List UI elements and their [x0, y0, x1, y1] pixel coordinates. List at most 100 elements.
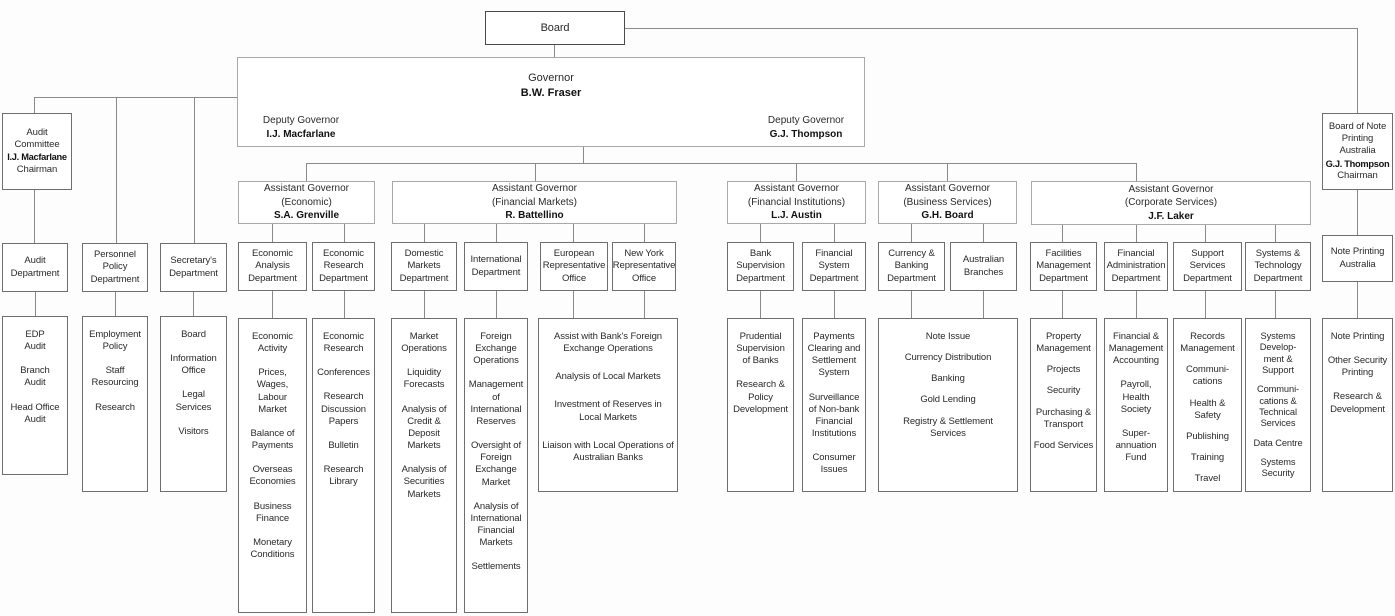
detail-item: Business Finance	[253, 500, 292, 524]
connector	[983, 224, 984, 242]
detail-item: Travel	[1194, 473, 1221, 485]
dept-audit-box: Audit Department	[2, 243, 68, 292]
dept-facilities-box: Facilities Management Department	[1030, 242, 1097, 291]
connector	[115, 292, 116, 316]
detail-item: Financial & Management Accounting	[1108, 331, 1164, 367]
detail-item: Gold Lending	[920, 394, 976, 406]
dept-european-office-label: European Representative Office	[542, 247, 606, 284]
dept-economic-analysis-label: Economic Analysis Department	[248, 247, 297, 284]
ag-financial-institutions-name: L.J. Austin	[771, 210, 822, 222]
detail-item: Food Services	[1033, 439, 1094, 451]
detail-bank-supervision-box: Prudential Supervision of Banks Research…	[727, 318, 794, 492]
detail-item: Analysis of Credit & Deposit Markets	[401, 403, 447, 452]
detail-item: Information Office	[170, 353, 217, 377]
connector	[911, 224, 912, 242]
governor-head: Governor B.W. Fraser	[238, 71, 864, 101]
detail-item: Employment Policy	[89, 329, 141, 353]
connector	[496, 224, 497, 242]
detail-item: Analysis of Securities Markets	[401, 464, 447, 500]
ag-economic-box: Assistant Governor (Economic) S.A. Grenv…	[238, 181, 375, 224]
detail-international-box: Foreign Exchange Operations Management o…	[464, 318, 528, 613]
connector	[272, 224, 273, 242]
detail-item: Board	[181, 329, 206, 340]
connector	[911, 291, 912, 318]
detail-item: Liquidity Forecasts	[403, 367, 445, 391]
ag-economic-name: S.A. Grenville	[273, 210, 340, 222]
ag-business-services-title: Assistant Governor (Business Services)	[903, 183, 992, 208]
dept-european-office-box: European Representative Office	[540, 242, 608, 291]
dept-international-box: International Department	[464, 242, 528, 291]
dept-economic-research-label: Economic Research Department	[319, 247, 368, 284]
ag-corporate-services-name: J.F. Laker	[1148, 210, 1194, 222]
connector	[34, 190, 35, 243]
note-printing-board-title: Board of Note Printing Australia	[1328, 120, 1387, 157]
deputy-governor-left: Deputy Governor I.J. Macfarlane	[238, 114, 364, 141]
detail-item: Liaison with Local Operations of Austral…	[542, 439, 674, 463]
ag-financial-markets-name: R. Battellino	[505, 210, 564, 222]
connector	[1205, 291, 1206, 318]
connector	[1062, 291, 1063, 318]
board-box: Board	[485, 11, 625, 45]
dept-currency-banking-box: Currency & Banking Department	[878, 242, 945, 291]
connector	[947, 163, 948, 181]
detail-item: Property Management	[1036, 331, 1091, 355]
ag-business-services-name: G.H. Board	[921, 210, 974, 222]
connector	[344, 291, 345, 318]
deputy-right-title: Deputy Governor	[767, 115, 845, 126]
detail-item: Visitors	[178, 425, 209, 437]
detail-item: Prudential Supervision of Banks	[736, 331, 785, 367]
dept-economic-analysis-box: Economic Analysis Department	[238, 242, 307, 291]
detail-item: Analysis of International Financial Mark…	[470, 500, 522, 549]
detail-financial-admin-box: Financial & Management Accounting Payrol…	[1104, 318, 1168, 492]
connector	[424, 224, 425, 242]
dept-financial-system-label: Financial System Department	[809, 247, 859, 284]
governor-name: B.W. Fraser	[520, 86, 582, 99]
detail-note-printing-box: Note Printing Other Security Printing Re…	[1322, 318, 1393, 492]
dept-australian-branches-label: Australian Branches	[962, 254, 1005, 278]
detail-support-services-box: Records Management Communi- cations Heal…	[1173, 318, 1242, 492]
connector	[1275, 291, 1276, 318]
connector	[1205, 225, 1206, 242]
ag-financial-institutions-title: Assistant Governor (Financial Institutio…	[747, 183, 846, 208]
detail-item: Assist with Bank's Foreign Exchange Oper…	[554, 331, 662, 355]
detail-item: Overseas Economies	[249, 464, 296, 488]
detail-facilities-box: Property Management Projects Security Pu…	[1030, 318, 1097, 492]
detail-item: Research Library	[323, 464, 364, 488]
detail-item: Settlements	[471, 561, 521, 573]
detail-personnel-box: Employment Policy Staff Resourcing Resea…	[82, 316, 148, 492]
detail-item: Research	[95, 401, 135, 413]
connector	[983, 291, 984, 318]
connector	[583, 147, 584, 163]
note-printing-board-role: Chairman	[1337, 170, 1378, 182]
detail-audit-box: EDP Audit Branch Audit Head Office Audit	[2, 316, 68, 475]
detail-item: Head Office Audit	[10, 401, 60, 425]
connector	[1357, 282, 1358, 318]
dept-note-printing-australia-label: Note Printing Australia	[1330, 246, 1385, 270]
ag-financial-markets-title: Assistant Governor (Financial Markets)	[491, 183, 578, 208]
connector	[1136, 225, 1137, 242]
connector	[535, 163, 536, 181]
connector	[760, 291, 761, 318]
board-label: Board	[540, 21, 570, 34]
connector	[193, 292, 194, 316]
detail-item: Prices, Wages, Labour Market	[256, 367, 289, 415]
detail-item: Conferences	[317, 367, 370, 379]
connector	[644, 224, 645, 242]
detail-item: Economic Activity	[252, 331, 293, 355]
detail-domestic-markets-box: Market Operations Liquidity Forecasts An…	[391, 318, 457, 613]
detail-representative-offices-box: Assist with Bank's Foreign Exchange Oper…	[538, 318, 678, 492]
detail-item: Registry & Settlement Services	[903, 415, 993, 439]
detail-economic-analysis-box: Economic Activity Prices, Wages, Labour …	[238, 318, 307, 613]
connector	[760, 224, 761, 242]
detail-item: Surveillance of Non-bank Financial Insti…	[808, 391, 860, 440]
connector	[1357, 28, 1358, 113]
detail-item: Consumer Issues	[812, 452, 856, 476]
connector	[1062, 225, 1063, 242]
detail-item: Market Operations	[401, 331, 447, 355]
dept-systems-technology-label: Systems & Technology Department	[1253, 247, 1303, 284]
ag-corporate-services-box: Assistant Governor (Corporate Services) …	[1031, 181, 1311, 225]
detail-item: Currency Distribution	[904, 352, 992, 364]
detail-item: Research Discussion Papers	[321, 391, 366, 427]
dept-support-services-box: Support Services Department	[1173, 242, 1242, 291]
